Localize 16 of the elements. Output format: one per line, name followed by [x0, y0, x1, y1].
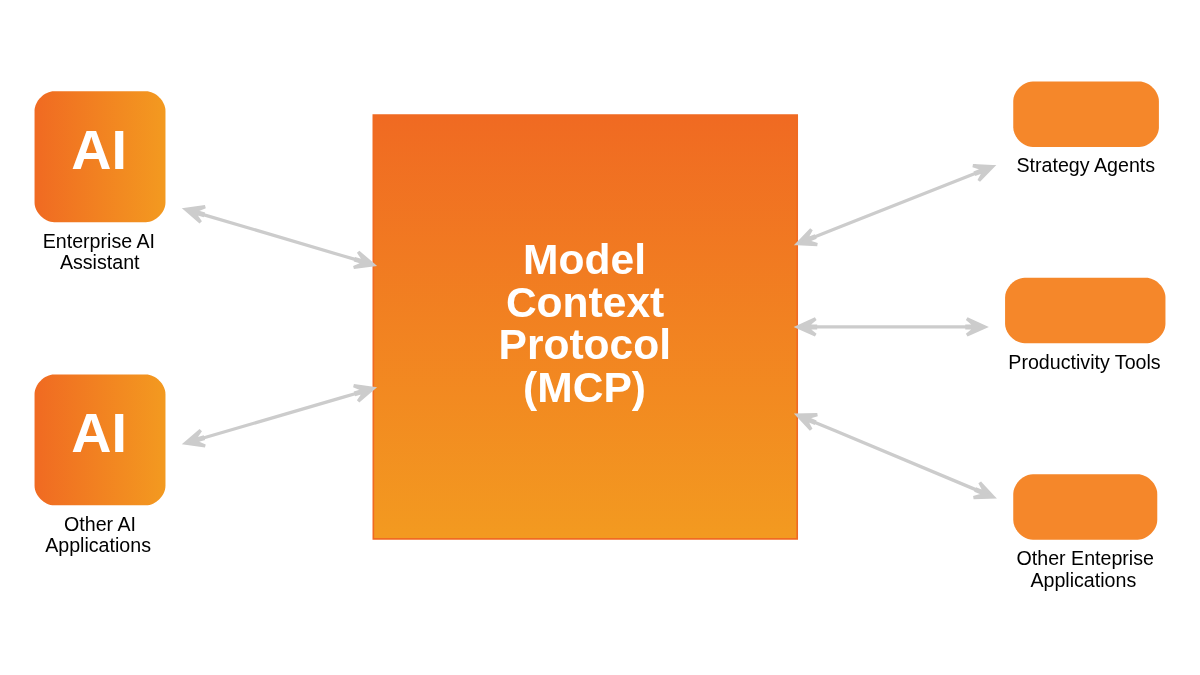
- node-label: Strategy Agents: [1016, 153, 1156, 176]
- arrow: [795, 163, 995, 246]
- node-box: AI: [34, 90, 166, 222]
- node-box: AI: [34, 373, 166, 505]
- arrow: [183, 204, 375, 269]
- arrow: [183, 383, 375, 448]
- node-label: Productivity Tools: [1008, 350, 1161, 373]
- node-box: [1013, 473, 1158, 540]
- arrow: [795, 316, 987, 337]
- node-label: Other AI Applications: [45, 512, 152, 556]
- node-label: Other Enteprise Applications: [1016, 546, 1154, 591]
- node-box: Model Context Protocol (MCP): [372, 113, 799, 540]
- node-box: [1013, 80, 1159, 147]
- node-label: Enterprise AI Assistant: [42, 229, 156, 273]
- arrow: [795, 412, 995, 499]
- node-box: [1005, 277, 1166, 343]
